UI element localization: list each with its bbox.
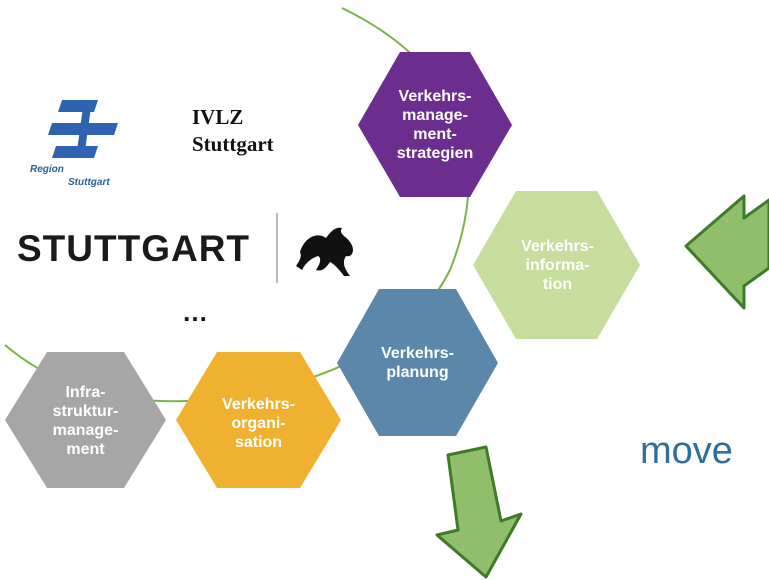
region-logo-text-bottom: Stuttgart [68, 177, 110, 188]
hex-verkehrsorganisation [176, 352, 341, 488]
move-logo-text: move [640, 430, 733, 472]
hex-label-verkehrsorganisation: Verkehrs- organi- sation [222, 395, 295, 451]
ivlz-title: IVLZ Stuttgart [192, 105, 274, 156]
stuttgart-horse-icon [296, 227, 353, 276]
hex-label-verkehrsmanagementstrategien: Verkehrs- manage- ment- strategien [396, 88, 474, 162]
arrow-left-down-icon [684, 194, 769, 310]
hex-infrastrukturmanagement [5, 352, 166, 488]
hex-verkehrsinformation [473, 191, 640, 339]
region-stuttgart-logo [48, 100, 118, 158]
stuttgart-wordmark: STUTTGART [17, 228, 251, 269]
ellipsis-text: … [182, 297, 208, 327]
hex-label-verkehrsplanung: Verkehrs- planung [381, 345, 454, 381]
hex-label-verkehrsinformation: Verkehrs- informa- tion [521, 237, 594, 293]
arrow-down-icon [435, 445, 523, 579]
region-logo-text-top: Region [30, 164, 64, 175]
hex-verkehrsmanagementstrategien [358, 52, 512, 197]
hex-verkehrsplanung [337, 289, 498, 436]
hex-label-infrastrukturmanagement: Infra- struktur- manage- ment [52, 384, 119, 458]
